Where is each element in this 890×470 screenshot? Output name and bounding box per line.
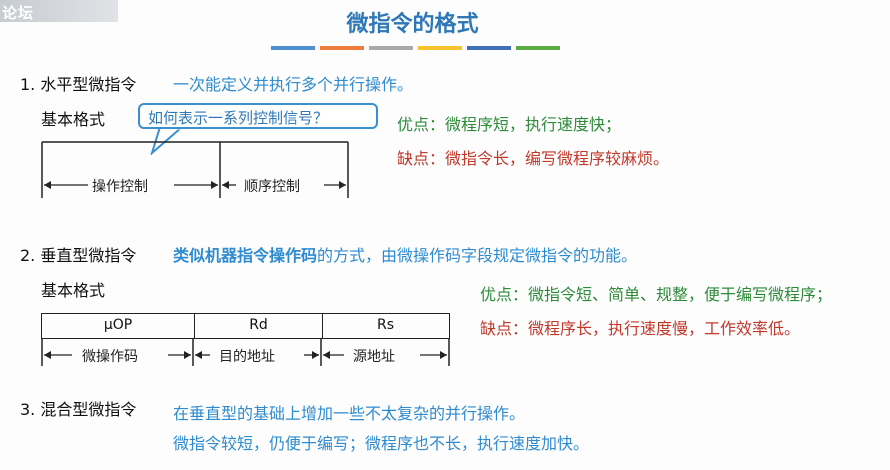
section2-desc-rest: 的方式，由微操作码字段规定微指令的功能。 [317, 246, 638, 265]
watermark-bar [0, 0, 118, 22]
deco-bar-3 [369, 46, 413, 50]
section2-con: 缺点：微程序长，执行速度慢，工作效率低。 [480, 319, 801, 338]
section1-basic-format: 基本格式 [41, 110, 106, 129]
field-micro-opcode: 微操作码 [82, 349, 138, 365]
section1-heading: 1. 水平型微指令 [20, 75, 137, 94]
section2-desc-bold: 类似机器指令操作码 [173, 246, 318, 265]
section3-line2: 微指令较短，仍便于编写；微程序也不长，执行速度加快。 [173, 434, 590, 453]
section3-line1: 在垂直型的基础上增加一些不太复杂的并行操作。 [173, 404, 526, 423]
watermark-text: 论坛 [2, 4, 35, 22]
section2-desc: 类似机器指令操作码的方式，由微操作码字段规定微指令的功能。 [173, 242, 637, 266]
field-dest-address: 目的地址 [219, 349, 275, 365]
section3-heading: 3. 混合型微指令 [20, 400, 137, 419]
vertical-format-arrows [41, 338, 450, 366]
section2-basic-format: 基本格式 [41, 281, 106, 300]
section2-pro: 优点：微指令短、简单、规整，便于编写微程序； [480, 285, 833, 304]
deco-bar-5 [467, 46, 511, 50]
section1-pro: 优点：微程序短，执行速度快； [397, 115, 622, 134]
cell-rd: Rd [194, 314, 322, 338]
section1-con: 缺点：微指令长，编写微程序较麻烦。 [397, 149, 670, 168]
title-underline [271, 46, 560, 50]
field-sequence-control: 顺序控制 [244, 179, 300, 195]
deco-bar-1 [271, 46, 315, 50]
deco-bar-2 [320, 46, 364, 50]
cell-rs: Rs [322, 314, 448, 338]
field-operation-control: 操作控制 [92, 179, 148, 195]
field-src-address: 源地址 [353, 349, 395, 365]
section1-desc: 一次能定义并执行多个并行操作。 [173, 75, 414, 94]
vertical-format-table: μOP Rd Rs [41, 313, 450, 339]
page-title: 微指令的格式 [346, 12, 479, 37]
cell-uop: μOP [103, 317, 133, 333]
section2-heading: 2. 垂直型微指令 [20, 246, 137, 265]
deco-bar-6 [516, 46, 560, 50]
callout-bubble: 如何表示一系列控制信号？ [138, 103, 378, 129]
horizontal-format-diagram [41, 141, 349, 198]
deco-bar-4 [418, 46, 462, 50]
